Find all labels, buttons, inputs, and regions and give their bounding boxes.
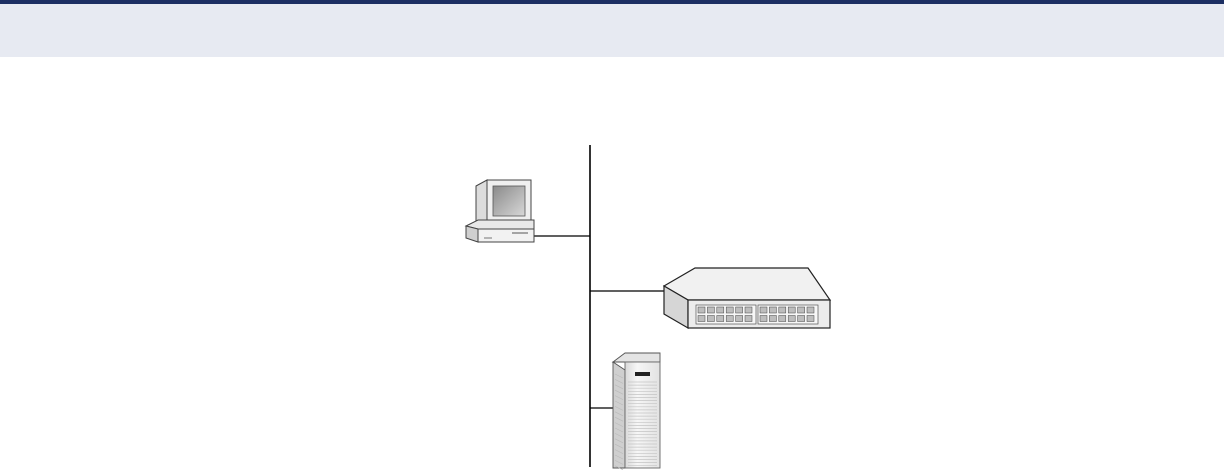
network-switch-icon [664, 268, 830, 328]
switch-port [745, 307, 752, 313]
switch-port [779, 307, 786, 313]
switch-port [736, 307, 743, 313]
switch-port [745, 316, 752, 322]
switch-port [717, 316, 724, 322]
tower-server-icon [613, 353, 660, 470]
switch-port [726, 307, 733, 313]
switch-port [707, 307, 714, 313]
desktop-computer-icon [466, 180, 534, 242]
switch-port [698, 307, 705, 313]
switch-port [760, 316, 767, 322]
switch-port [707, 316, 714, 322]
switch-port [798, 316, 805, 322]
switch-port [717, 307, 724, 313]
switch-port [769, 307, 776, 313]
switch-port [807, 316, 814, 322]
switch-port [779, 316, 786, 322]
switch-port [726, 316, 733, 322]
switch-port [807, 307, 814, 313]
switch-port [788, 307, 795, 313]
switch-port [760, 307, 767, 313]
switch-port [788, 316, 795, 322]
switch-port [798, 307, 805, 313]
switch-port [698, 316, 705, 322]
switch-port [736, 316, 743, 322]
switch-port [769, 316, 776, 322]
